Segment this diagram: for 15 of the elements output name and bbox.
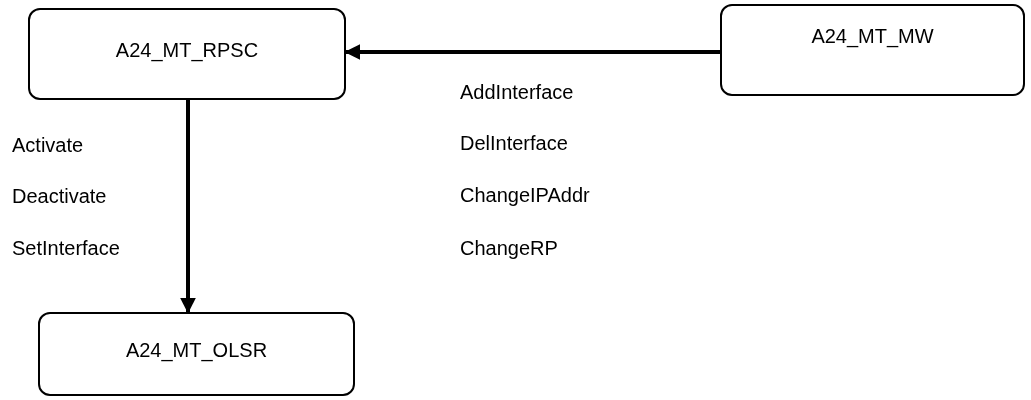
process-box [38,312,355,396]
message-label: AddInterface [460,80,574,105]
node-label: A24_MT_MW [811,24,934,49]
message-label: Activate [12,133,84,158]
message-label: Deactivate [12,184,107,209]
message-label: ChangeRP [460,236,558,261]
message-label: DelInterface [460,131,568,156]
message-label: SetInterface [12,236,120,261]
process-box [28,8,346,100]
node-label: A24_MT_OLSR [125,338,268,363]
arrow [344,44,720,60]
process-box [720,4,1025,96]
message-label: ChangeIPAddr [460,183,590,208]
arrow [180,100,196,314]
node-label: A24_MT_RPSC [115,38,259,63]
